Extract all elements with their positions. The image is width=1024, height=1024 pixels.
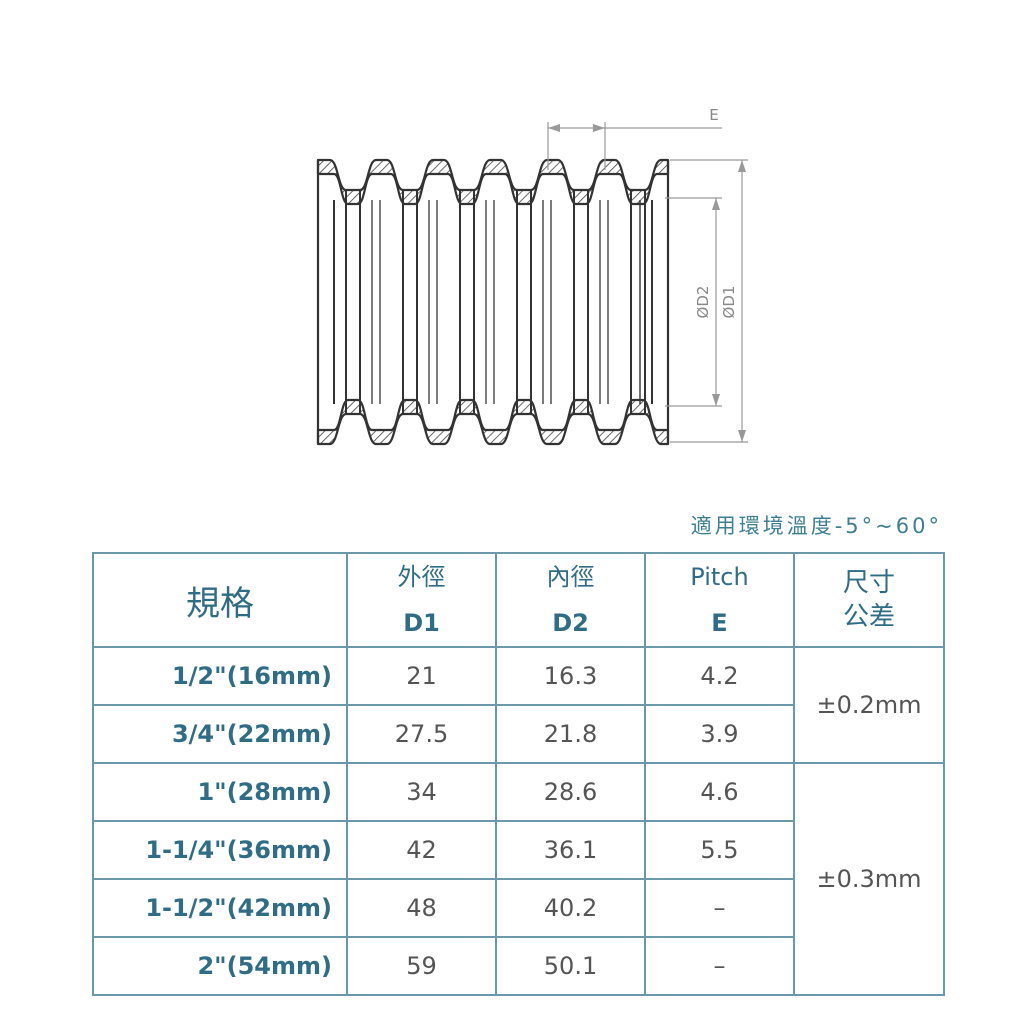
pipe-body bbox=[316, 158, 670, 446]
cell-spec: 3/4"(22mm) bbox=[92, 704, 348, 764]
cell-d2: 40.2 bbox=[495, 878, 646, 938]
dim-label-d1: ØD1 bbox=[720, 286, 738, 319]
header-d1-label: 外徑 bbox=[397, 563, 446, 591]
table-row: 1"(28mm) 34 28.6 4.6 ±0.3mm bbox=[92, 762, 945, 996]
cell-d1: 34 bbox=[346, 762, 497, 822]
cell-spec: 1"(28mm) bbox=[92, 762, 348, 822]
cell-spec: 1-1/2"(42mm) bbox=[92, 878, 348, 938]
cell-spec: 1-1/4"(36mm) bbox=[92, 820, 348, 880]
header-d1-symbol: D1 bbox=[403, 609, 440, 637]
cell-d2: 16.3 bbox=[495, 646, 646, 706]
cell-pitch: 5.5 bbox=[644, 820, 795, 880]
header-d1: 外徑 D1 bbox=[346, 552, 497, 648]
cell-tolerance: ±0.2mm bbox=[793, 646, 945, 764]
cell-pitch: 4.6 bbox=[644, 762, 795, 822]
cell-spec: 1/2"(16mm) bbox=[92, 646, 348, 706]
cell-d2: 50.1 bbox=[495, 936, 646, 996]
cell-d1: 42 bbox=[346, 820, 497, 880]
cell-d1: 48 bbox=[346, 878, 497, 938]
dimension-lines bbox=[547, 122, 748, 443]
table-row: 1-1/2"(42mm) 48 40.2 – bbox=[92, 878, 944, 938]
dim-label-e: E bbox=[709, 106, 718, 124]
spec-table: 規格 外徑 D1 內徑 D2 Pitch E 尺寸 公差 1/2"(16mm) … bbox=[92, 552, 945, 996]
cell-pitch: – bbox=[644, 878, 795, 938]
cell-d2: 21.8 bbox=[495, 704, 646, 764]
header-tolerance-bot: 公差 bbox=[842, 602, 895, 632]
header-tolerance: 尺寸 公差 bbox=[793, 552, 945, 648]
table-row: 1-1/4"(36mm) 42 36.1 5.5 bbox=[92, 820, 944, 880]
cell-spec: 2"(54mm) bbox=[92, 936, 348, 996]
header-d2-label: 內徑 bbox=[546, 563, 595, 591]
cell-tolerance: ±0.3mm bbox=[793, 762, 945, 996]
table-header-row: 規格 外徑 D1 內徑 D2 Pitch E 尺寸 公差 bbox=[92, 552, 945, 648]
header-tolerance-top: 尺寸 bbox=[842, 568, 895, 598]
cell-pitch: – bbox=[644, 936, 795, 996]
cell-pitch: 4.2 bbox=[644, 646, 795, 706]
operating-temperature-note: 適用環境溫度-5°~60° bbox=[690, 514, 942, 538]
header-pitch-symbol: E bbox=[711, 609, 728, 637]
cell-d1: 59 bbox=[346, 936, 497, 996]
header-pitch-label: Pitch bbox=[690, 563, 749, 591]
table-row: 1/2"(16mm) 21 16.3 4.2 ±0.2mm bbox=[92, 646, 945, 764]
header-d2-symbol: D2 bbox=[552, 609, 589, 637]
dim-label-d2: ØD2 bbox=[694, 286, 712, 319]
table-row: 2"(54mm) 59 50.1 – bbox=[92, 936, 944, 996]
cell-d1: 27.5 bbox=[346, 704, 497, 764]
header-spec: 規格 bbox=[92, 552, 348, 648]
corrugated-pipe-drawing: E ØD2 ØD1 bbox=[316, 106, 748, 446]
header-pitch: Pitch E bbox=[644, 552, 795, 648]
cell-pitch: 3.9 bbox=[644, 704, 795, 764]
cell-d1: 21 bbox=[346, 646, 497, 706]
table-row: 3/4"(22mm) 27.5 21.8 3.9 bbox=[92, 704, 944, 764]
cell-d2: 28.6 bbox=[495, 762, 646, 822]
header-d2: 內徑 D2 bbox=[495, 552, 646, 648]
cell-d2: 36.1 bbox=[495, 820, 646, 880]
